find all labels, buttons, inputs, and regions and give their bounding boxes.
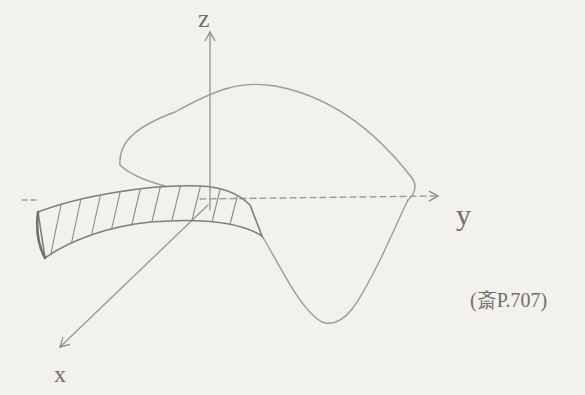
y-axis: [200, 196, 438, 199]
z-axis: [209, 32, 210, 210]
saddle-left-edge: [120, 165, 165, 186]
hatched-band: [38, 186, 262, 258]
band-end: [37, 212, 45, 258]
saddle-right-edge: [408, 178, 415, 200]
saddle-lower-curve: [262, 200, 408, 323]
axis-label: x: [54, 362, 66, 386]
x-axis: [60, 205, 208, 347]
axis-label: y: [456, 200, 471, 230]
hatching: [50, 180, 240, 258]
reference-note: (斎P.707): [470, 290, 547, 310]
y-axis-back: [22, 199, 40, 200]
axis-label: z: [198, 6, 210, 32]
saddle-top-curve: [120, 84, 412, 178]
